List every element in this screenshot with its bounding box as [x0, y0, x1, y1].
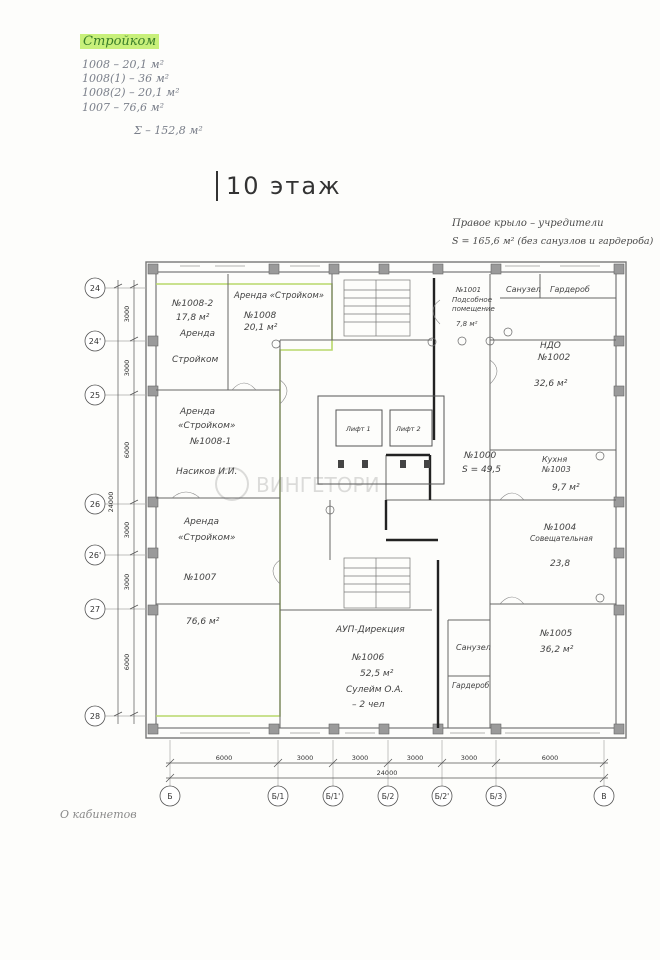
room-1007-use: Аренда [183, 517, 219, 527]
row-dimension: 3000 [123, 574, 131, 591]
room-1004-number: №1004 [543, 523, 577, 533]
room-1008-1-number: №1008-1 [189, 437, 231, 447]
watermark: ВИНГЕТОРИ [215, 467, 380, 501]
room-1004-area: 23,8 [550, 559, 570, 569]
room-1002-use: НДО [540, 341, 561, 351]
legend-line: 1008 – 20,1 м² [82, 58, 165, 71]
room-1008-number: №1008 [243, 311, 277, 321]
wing-note-area: S = 165,6 м² (без санузлов и гардероба) [452, 236, 654, 247]
legend-line: 1008(2) – 20,1 м² [82, 86, 180, 99]
room-1008-1-tenant: «Стройком» [178, 421, 235, 431]
row-dimension: 3000 [123, 360, 131, 377]
room-1002-wc: Санузел [506, 285, 541, 294]
row-dimension: 6000 [123, 442, 131, 459]
floor-title: 10 этаж [216, 168, 342, 204]
wardrobe-label: Гардероб [452, 681, 490, 690]
room-1005-area: 36,2 м² [540, 645, 574, 655]
col-axis-label: Б/2 [382, 792, 395, 801]
col-dimension: 3000 [461, 754, 478, 762]
room-1003-use: Кухня [542, 455, 567, 464]
legend-total: Σ – 152,8 м² [134, 124, 203, 137]
room-1007-area: 76,6 м² [186, 617, 220, 627]
room-1008-1-use: Аренда [179, 407, 215, 417]
row-dimension: 3000 [123, 522, 131, 539]
room-1006-use: АУП-Дирекция [335, 625, 405, 635]
room-1008-2-use: Аренда [179, 329, 215, 339]
room-1006-area: 52,5 м² [360, 669, 394, 679]
room-1008-2-area: 17,8 м² [176, 313, 210, 323]
room-1007-tenant: «Стройком» [178, 533, 235, 543]
room-1002-area: 32,6 м² [534, 379, 568, 389]
col-dimension: 6000 [542, 754, 559, 762]
row-axis-label: 24 [90, 284, 100, 293]
wing-note-title: Правое крыло – учредители [452, 218, 604, 229]
room-1008-2-number: №1008-2 [171, 299, 214, 309]
room-1006-occupants: – 2 чел [352, 700, 385, 710]
row-dimension: 6000 [123, 654, 131, 671]
room-1008-use: Аренда «Стройком» [233, 291, 324, 301]
floor-title-text: 10 этаж [226, 172, 342, 200]
col-axis-label: Б/2' [435, 792, 450, 801]
room-1003-area: 9,7 м² [552, 483, 580, 493]
room-1007-number: №1007 [183, 573, 217, 583]
room-1002-wardrobe: Гардероб [550, 285, 590, 294]
row-axis-label: 28 [90, 712, 100, 721]
row-dimension-total: 24000 [107, 492, 115, 513]
row-axis-label: 27 [90, 605, 100, 614]
legend-line: 1007 – 76,6 м² [82, 101, 165, 114]
room-1000-number: №1000 [463, 451, 497, 461]
room-1001-use: Подсобное [452, 296, 492, 304]
room-1004-use: Совещательная [530, 534, 593, 543]
room-1008-area: 20,1 м² [244, 323, 278, 333]
col-axis-label: Б [167, 792, 172, 801]
legend-line: 1008(1) – 36 м² [82, 72, 170, 85]
col-dimension: 6000 [216, 754, 233, 762]
lift-1-label: Лифт 1 [345, 425, 371, 433]
col-axis-label: Б/1 [272, 792, 285, 801]
footer-note: О кабинетов [60, 808, 137, 821]
legend-name: Стройком [80, 34, 160, 49]
room-1000-area: S = 49,5 [462, 465, 501, 475]
room-1001-use-2: помещение [452, 305, 495, 313]
col-dimension: 3000 [407, 754, 424, 762]
lift-2-label: Лифт 2 [395, 425, 421, 433]
row-axis-label: 25 [90, 391, 100, 400]
col-dimension: 3000 [297, 754, 314, 762]
row-dimension: 3000 [123, 306, 131, 323]
room-1001-number: №1001 [455, 286, 481, 294]
col-dimension: 3000 [352, 754, 369, 762]
watermark-text: ВИНГЕТОРИ [256, 473, 380, 497]
row-axis-label: 26 [90, 500, 100, 509]
room-1003-number: №1003 [541, 465, 571, 474]
room-1006-person: Сулейм О.А. [346, 685, 403, 695]
room-1002-number: №1002 [537, 353, 571, 363]
room-1001-area: 7,8 м² [456, 320, 478, 328]
room-1008-1-person: Насиков И.И. [176, 467, 237, 477]
room-1008-2-tenant: Стройком [172, 355, 219, 365]
row-axis-label: 26' [89, 551, 101, 560]
col-axis-label: Б/3 [490, 792, 503, 801]
col-axis-label: Б/1' [326, 792, 341, 801]
room-1006-number: №1006 [351, 653, 385, 663]
col-axis-label: В [601, 792, 606, 801]
col-dimension-total: 24000 [377, 769, 398, 777]
row-axis-label: 24' [89, 337, 101, 346]
wc-label: Санузел [456, 643, 491, 652]
room-1005-number: №1005 [539, 629, 573, 639]
